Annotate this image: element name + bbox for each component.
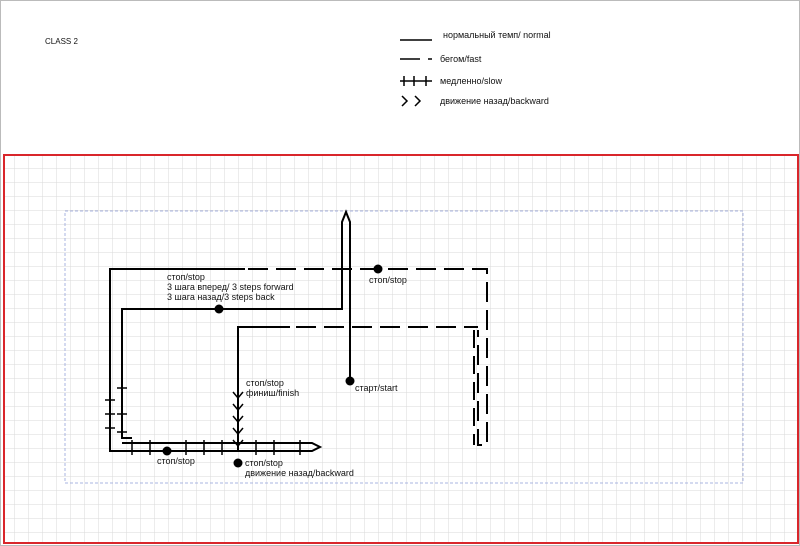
legend-fast-label: бегом/fast <box>440 54 482 64</box>
path-fast-top <box>248 268 488 446</box>
legend <box>400 39 432 107</box>
legend-slow-line <box>400 76 432 86</box>
label-stop-steps-1: стоп/stop <box>167 272 205 282</box>
label-backward-1: стоп/stop <box>245 458 283 468</box>
label-finish-2: финиш/finish <box>246 388 300 398</box>
label-stop-top-right: стоп/stop <box>369 275 407 285</box>
dot-start <box>345 376 355 386</box>
legend-backward-chevrons <box>401 95 422 107</box>
dot-stop-backward <box>233 458 243 468</box>
backward-chevrons <box>232 391 244 448</box>
dot-stop-steps <box>214 304 224 314</box>
dot-stop-bottom <box>162 446 172 456</box>
label-backward-2: движение назад/backward <box>245 468 354 478</box>
dot-stop-top-right <box>373 264 383 274</box>
field-border <box>3 154 799 544</box>
class-label: CLASS 2 <box>45 37 78 46</box>
legend-normal-label: нормальный темп/ normal <box>443 30 551 40</box>
grid-field <box>4 155 798 543</box>
path-start-loop <box>121 209 351 439</box>
path-outer-left <box>109 268 245 451</box>
label-finish-1: стоп/stop <box>246 378 284 388</box>
legend-slow-label: медленно/slow <box>440 76 502 86</box>
label-stop-steps-3: 3 шага назад/3 steps back <box>167 292 275 302</box>
path-bottom-slow <box>109 442 323 452</box>
stop-dots <box>162 264 383 468</box>
label-stop-steps-2: 3 шага вперед/ 3 steps forward <box>167 282 294 292</box>
slow-ticks <box>105 387 301 455</box>
legend-backward-label: движение назад/backward <box>440 96 549 106</box>
course-fast-paths <box>248 268 488 446</box>
label-stop-bottom: стоп/stop <box>157 456 195 466</box>
label-start: старт/start <box>355 383 398 393</box>
